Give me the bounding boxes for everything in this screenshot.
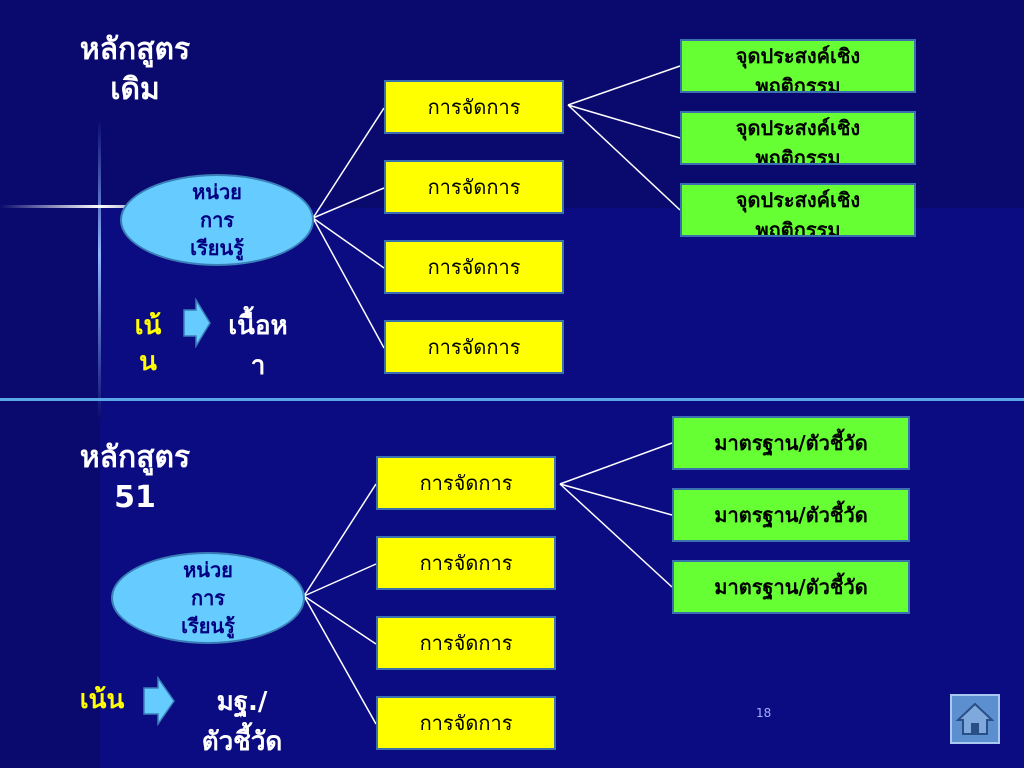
arrow-right-icon [183, 298, 211, 348]
link-unit-plan-5 [303, 483, 377, 597]
link-plan-standard-3 [559, 483, 673, 588]
lesson-plan-box: แผน การจัดการ เรียนรู้ [376, 456, 556, 510]
emphasis-content: เนื้อห า [228, 311, 288, 381]
emphasis-label: เน้น [79, 685, 125, 715]
link-plan-goal-1 [567, 65, 681, 106]
lesson-plan-box: แผน การจัดการ เรียนรู้ [384, 80, 564, 134]
lesson-plan-box: แผน การจัดการ เรียนรู้ [376, 536, 556, 590]
sparkle-horizontal [0, 205, 200, 208]
arrow-right-icon [143, 676, 175, 726]
home-icon [955, 702, 995, 735]
link-unit-plan-3 [312, 217, 385, 269]
learning-unit-oval: หน่วย การ เรียนรู้ [111, 552, 305, 644]
curriculum-51-title: หลักสูตร 51 [79, 440, 191, 515]
behavioral-objective-box: จุดประสงค์เชิง พฤติกรรม [680, 183, 916, 237]
link-unit-plan-7 [303, 595, 377, 645]
lesson-plan-box: แผน การจัดการ เรียนรู้ [376, 696, 556, 750]
behavioral-objective-box: จุดประสงค์เชิง พฤติกรรม [680, 111, 916, 165]
learning-unit-oval: หน่วย การ เรียนรู้ [120, 174, 314, 266]
page-number: 18 [756, 706, 772, 720]
sparkle-vertical [98, 120, 101, 420]
link-unit-plan-1 [312, 107, 385, 219]
section-divider [0, 398, 1024, 401]
emphasis-content: มฐ./ ตัวชี้วัด [201, 687, 283, 757]
link-plan-standard-2 [559, 483, 673, 516]
link-unit-plan-2 [312, 187, 385, 219]
background-left-band [0, 208, 100, 768]
standard-indicator-box: มาตรฐาน/ตัวชี้วัด [672, 416, 910, 470]
behavioral-objective-box: จุดประสงค์เชิง พฤติกรรม [680, 39, 916, 93]
home-button[interactable] [950, 694, 1000, 744]
link-plan-goal-3 [567, 104, 681, 211]
lesson-plan-box: แผน การจัดการ เรียนรู้ [384, 320, 564, 374]
old-curriculum-title: หลักสูตร เดิม [79, 32, 191, 107]
link-unit-plan-4 [312, 217, 385, 349]
lesson-plan-box: แผน การจัดการ เรียนรู้ [384, 160, 564, 214]
lesson-plan-box: แผน การจัดการ เรียนรู้ [376, 616, 556, 670]
link-plan-standard-1 [559, 442, 673, 485]
standard-indicator-box: มาตรฐาน/ตัวชี้วัด [672, 560, 910, 614]
lesson-plan-box: แผน การจัดการ เรียนรู้ [384, 240, 564, 294]
emphasis-label: เน้ น [134, 311, 162, 377]
link-unit-plan-8 [303, 595, 377, 725]
link-plan-goal-2 [567, 104, 681, 139]
standard-indicator-box: มาตรฐาน/ตัวชี้วัด [672, 488, 910, 542]
link-unit-plan-6 [303, 563, 377, 597]
